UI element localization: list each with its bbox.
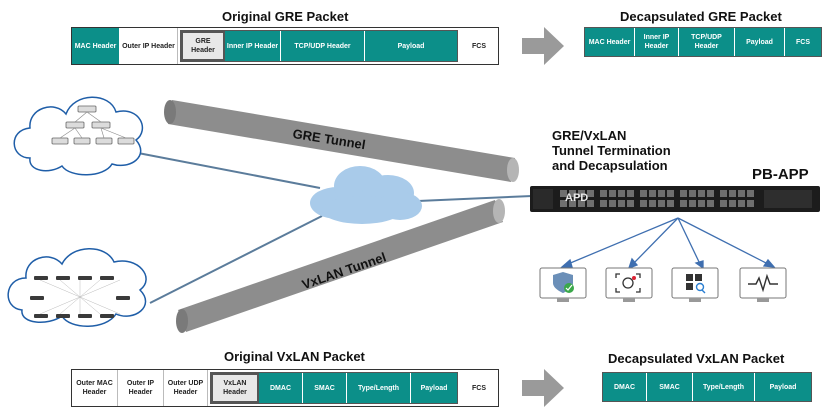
termination-label: GRE/VxLAN Tunnel Termination and Decapsu… bbox=[552, 128, 671, 173]
inspection-tool-icon bbox=[605, 267, 653, 302]
vxlan-decap-title: Decapsulated VxLAN Packet bbox=[608, 351, 785, 366]
line-hub-to-device bbox=[417, 195, 533, 202]
bottom-network-cloud-icon bbox=[7, 248, 147, 327]
vxlan-outer-udp-header: Outer UDP Header bbox=[164, 370, 208, 406]
gre-mac-header: MAC Header bbox=[72, 28, 120, 64]
monitoring-tool-icon bbox=[739, 267, 787, 302]
vxlan-outer-ip-header: Outer IP Header bbox=[118, 370, 164, 406]
termination-line-3: and Decapsulation bbox=[552, 158, 668, 173]
gre-decap-tcp-udp-header: TCP/UDP Header bbox=[679, 28, 735, 56]
gre-fcs: FCS bbox=[460, 28, 498, 64]
line-top-cloud-to-hub bbox=[137, 152, 321, 189]
device-port-label: APD bbox=[565, 192, 589, 204]
vxlan-decap-arrow-icon bbox=[522, 369, 564, 407]
vxlan-fcs: FCS bbox=[460, 370, 498, 406]
vxlan-original-title: Original VxLAN Packet bbox=[224, 349, 365, 364]
gre-decap-inner-ip-header: Inner IP Header bbox=[635, 28, 679, 56]
gre-decap-mac-header: MAC Header bbox=[585, 28, 635, 56]
gre-decap-arrow-icon bbox=[522, 27, 564, 65]
gre-decap-title: Decapsulated GRE Packet bbox=[620, 9, 782, 24]
vxlan-decap-type-length: Type/Length bbox=[693, 373, 755, 401]
gre-decap-fcs: FCS bbox=[785, 28, 821, 56]
gre-inner-ip-header: Inner IP Header bbox=[225, 31, 281, 61]
termination-line-1: GRE/VxLAN bbox=[552, 128, 627, 143]
vxlan-tunnel-pipe bbox=[176, 199, 505, 333]
vxlan-decap-dmac: DMAC bbox=[603, 373, 647, 401]
gre-original-packet: MAC Header Outer IP Header GRE Header In… bbox=[71, 27, 499, 65]
analytics-tool-icon bbox=[671, 267, 719, 302]
top-network-cloud-icon bbox=[13, 96, 144, 176]
vxlan-original-packet: Outer MAC Header Outer IP Header Outer U… bbox=[71, 369, 499, 407]
vxlan-type-length: Type/Length bbox=[347, 373, 411, 403]
termination-line-2: Tunnel Termination bbox=[552, 143, 671, 158]
gre-tunnel-pipe bbox=[164, 100, 519, 182]
gre-decap-packet: MAC Header Inner IP Header TCP/UDP Heade… bbox=[584, 27, 822, 57]
vxlan-decap-payload: Payload bbox=[755, 373, 811, 401]
gre-payload: Payload bbox=[365, 31, 457, 61]
gre-gre-header: GRE Header bbox=[181, 31, 225, 61]
vxlan-vxlan-header: VxLAN Header bbox=[211, 373, 259, 403]
vxlan-decap-packet: DMAC SMAC Type/Length Payload bbox=[602, 372, 812, 402]
gre-original-title: Original GRE Packet bbox=[222, 9, 349, 24]
vxlan-payload: Payload bbox=[411, 373, 457, 403]
pb-app-device-icon bbox=[530, 186, 820, 212]
device-name-label: PB-APP bbox=[752, 166, 809, 183]
tool-fanout-arrows bbox=[560, 217, 776, 270]
network-diagram bbox=[7, 96, 820, 333]
hub-cloud-icon bbox=[310, 166, 422, 224]
gre-decap-payload: Payload bbox=[735, 28, 785, 56]
gre-tcp-udp-header: TCP/UDP Header bbox=[281, 31, 365, 61]
vxlan-decap-smac: SMAC bbox=[647, 373, 693, 401]
security-tool-icon bbox=[539, 267, 587, 302]
gre-encapsulated-group: GRE Header Inner IP Header TCP/UDP Heade… bbox=[180, 30, 458, 62]
gre-outer-ip-header: Outer IP Header bbox=[120, 28, 178, 64]
vxlan-dmac: DMAC bbox=[259, 373, 303, 403]
vxlan-smac: SMAC bbox=[303, 373, 347, 403]
vxlan-encapsulated-group: VxLAN Header DMAC SMAC Type/Length Paylo… bbox=[210, 372, 458, 404]
vxlan-outer-mac-header: Outer MAC Header bbox=[72, 370, 118, 406]
line-bottom-cloud-to-hub bbox=[149, 215, 323, 304]
